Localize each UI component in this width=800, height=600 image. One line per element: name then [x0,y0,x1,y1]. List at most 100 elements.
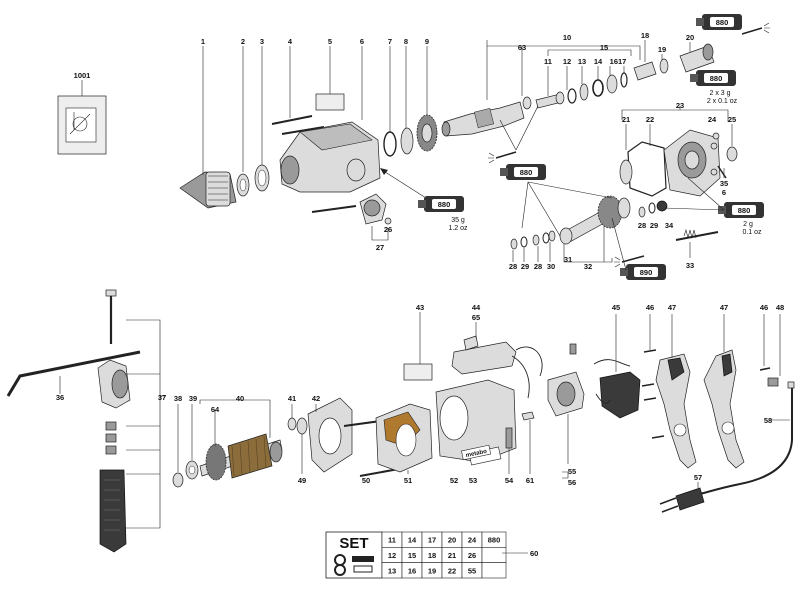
grease-brush-b [614,255,645,268]
parts-46-48 [759,314,781,387]
set-cell-value: 18 [428,551,436,560]
callout-47-b: 47 [720,303,728,312]
callout-24: 24 [708,115,717,124]
set-cell-value: 19 [428,566,436,575]
callout-46-b: 46 [760,303,768,312]
callout-19: 19 [658,45,666,54]
handle-half-right [703,314,745,469]
ring-7 [383,46,397,157]
callout-27: 27 [376,243,384,252]
callout-47-a: 47 [668,303,676,312]
brush-holder-cover [451,322,543,399]
set-cell [481,547,507,563]
set-cell-value: 21 [448,551,456,560]
set-title: SET [339,535,368,552]
callout-43: 43 [416,303,424,312]
top-labels: 1001 1 2 3 4 5 6 7 8 9 10 63 11 12 13 14… [74,31,737,271]
callout-38: 38 [174,394,182,403]
grease-leaders [499,105,725,271]
callout-14: 14 [594,57,603,66]
tube-label-a: 880 [438,200,451,209]
side-handle-grip [99,469,127,553]
callout-1001: 1001 [74,71,91,80]
grease-qty-2x3g: 2 x 3 g [709,90,730,97]
grease-qty-35g: 35 g [451,217,465,224]
grease-texts: 880 880 880 880 880 890 35 g 1.2 oz 2 x … [438,18,762,277]
handle-screws [641,314,665,439]
ring-2 [236,46,250,197]
callout-37: 37 [158,393,166,402]
callout-2: 2 [241,37,245,46]
flange-22 [619,124,651,185]
tube-label-890: 890 [640,268,653,277]
gear-9 [416,46,438,152]
set-cell-value: 17 [428,536,436,545]
drill-chuck [179,46,237,209]
intermediate-shaft [559,195,631,262]
callout-65: 65 [472,313,480,322]
bottom-labels: 36 37 38 39 40 41 42 64 49 50 51 43 44 6… [56,303,784,558]
armature [199,399,283,481]
side-handle-bolt [105,289,117,344]
grease-tube-880-b [696,14,742,30]
callout-63: 63 [518,43,526,52]
callout-39: 39 [189,394,197,403]
bearing-41 [287,404,297,431]
callout-12: 12 [563,57,571,66]
motor-housing-52 [435,379,517,466]
selector-knob [359,193,392,241]
grease-brush-c [741,22,770,35]
ring-8 [400,46,414,155]
parts-28-29-34 [638,200,668,218]
brand-plate: metabo [461,444,492,461]
callout-58: 58 [764,416,772,425]
callout-6-b: 6 [722,188,726,197]
callout-41: 41 [288,394,296,403]
callout-26: 26 [384,225,392,234]
callout-9: 9 [425,37,429,46]
callout-1: 1 [201,37,205,46]
ring-49 [296,417,308,474]
callout-48: 48 [776,303,784,312]
screws-4 [271,46,325,135]
callout-42: 42 [312,394,320,403]
callout-52: 52 [450,476,458,485]
tube-label-b: 880 [716,18,729,27]
fan-guide-42 [307,397,353,473]
side-handle-spacers [105,421,117,455]
callout-34: 34 [665,221,674,230]
grease-tube-880-a [418,196,464,212]
callout-55: 55 [568,467,576,476]
set-cell-value: 13 [388,566,396,575]
callout-60: 60 [530,549,538,558]
callout-5: 5 [328,37,332,46]
power-plug [659,482,705,513]
callout-13: 13 [578,57,586,66]
grease-tube-890 [620,264,666,280]
ring-3 [254,46,270,192]
brand-plate-text: metabo [465,449,487,459]
bracket-32 [563,258,613,263]
parts-24-25 [712,124,738,179]
callout-33: 33 [686,261,694,270]
callout-29-a: 29 [521,262,529,271]
power-cord [699,381,795,495]
tube-label-c: 880 [710,74,723,83]
set-cell-value: 11 [388,536,396,545]
set-cell-value: 16 [408,566,416,575]
set-cell-value: 26 [468,551,476,560]
tube-label-e: 880 [738,206,751,215]
callout-23: 23 [676,101,684,110]
gasket-21 [625,124,667,197]
bracket-37 [126,319,161,529]
callout-54: 54 [505,476,514,485]
callout-32: 32 [584,262,592,271]
grease-tube-880-e [718,202,764,218]
grease-tube-880-d [500,164,546,180]
bearing-38 [172,404,184,488]
set-cell-value: 24 [468,536,477,545]
callout-21: 21 [622,115,630,124]
parts-18-20 [633,40,715,81]
callout-36: 36 [56,393,64,402]
part-54 [505,427,513,474]
